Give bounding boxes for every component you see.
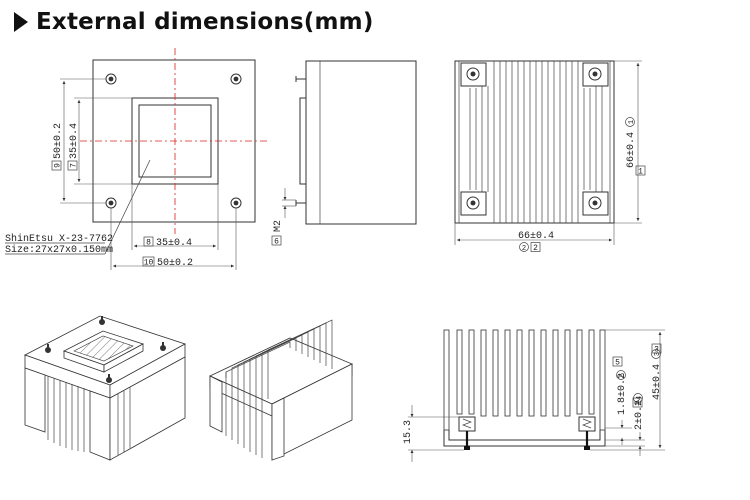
side-view: M2 6	[271, 60, 417, 247]
iso1-screw-icon	[45, 316, 166, 383]
dim-vertical-outer-label: 9 50±0.2	[51, 123, 64, 171]
svg-text:4: 4	[636, 396, 644, 400]
center-lines	[80, 48, 268, 234]
triangle-bullet-icon	[14, 12, 28, 32]
fin-lines	[458, 61, 611, 223]
iso1-fins	[47, 376, 131, 455]
iso1-front-wall	[89, 390, 111, 461]
front-view: 9 50±0.2 7 35±0.4 8 35±0.4 10 50±0.2	[5, 48, 268, 270]
svg-text:15.3: 15.3	[403, 420, 414, 444]
side-pedestal	[299, 97, 307, 185]
dim-fin-base: 5 1.8±0.2 5	[605, 356, 632, 445]
svg-text:50±0.2: 50±0.2	[53, 123, 64, 159]
pad-note-line1: ShinEtsu X-23-7762	[5, 233, 113, 245]
svg-text:9: 9	[54, 163, 63, 168]
svg-text:3: 3	[654, 352, 662, 356]
svg-text:10: 10	[144, 259, 154, 268]
dim-base: 4 2±0.2 4	[605, 393, 645, 456]
top-outline	[454, 60, 615, 224]
svg-text:8: 8	[146, 239, 151, 248]
section-header: External dimensions(mm)	[14, 6, 374, 38]
isometric-view-fins	[209, 319, 353, 461]
svg-text:1.8±0.2: 1.8±0.2	[617, 373, 628, 415]
mount-screw-icon	[105, 73, 242, 209]
profile-fins	[443, 329, 606, 431]
dim-top-width: 66±0.4 2 2	[454, 223, 615, 253]
screw-dim: M2 6	[271, 188, 296, 247]
svg-text:7: 7	[70, 163, 79, 168]
side-body-outline	[305, 60, 417, 225]
svg-text:5: 5	[619, 373, 627, 377]
dim-vertical-inner	[74, 97, 132, 185]
dim-vertical-inner-label: 7 35±0.4	[67, 123, 80, 171]
svg-text:45±0.4: 45±0.4	[652, 364, 663, 400]
svg-text:2: 2	[533, 244, 538, 253]
isometric-view-pad	[23, 315, 187, 461]
svg-text:50±0.2: 50±0.2	[157, 258, 193, 269]
svg-text:66±0.4: 66±0.4	[626, 132, 637, 168]
top-view: 66±0.4 1 1 66±0.4 2 2	[454, 60, 646, 253]
pad-note-line2: Size:27x27x0.150mm	[5, 244, 113, 256]
svg-text:4: 4	[635, 400, 640, 409]
svg-text:6: 6	[274, 238, 279, 247]
clip-screw-icon	[460, 62, 609, 216]
profile-base-outline	[443, 430, 606, 447]
svg-text:35±0.4: 35±0.4	[156, 238, 192, 249]
dim-top-height: 66±0.4 1 1	[614, 60, 646, 224]
iso1-right-wall	[109, 356, 186, 461]
dim-horizontal-outer: 10 50±0.2	[110, 208, 237, 270]
iso1-left-wall	[24, 367, 46, 433]
svg-text:2±0.2: 2±0.2	[634, 400, 645, 430]
dim-profile-total: 3 45±0.4 3	[590, 329, 665, 451]
iso2-side-wall	[209, 375, 223, 433]
svg-text:3: 3	[654, 346, 659, 355]
screw-label: M2	[273, 220, 284, 232]
profile-view: 15.3 3 45±0.4 3 5 1.8±0.2 5	[403, 329, 665, 462]
iso1-thermal-pad	[73, 335, 134, 362]
svg-text:66±0.4: 66±0.4	[518, 231, 554, 242]
iso2-fins	[225, 319, 333, 458]
pad-note: ShinEtsu X-23-7762 Size:27x27x0.150mm	[5, 159, 151, 256]
dim-horizontal-inner: 8 35±0.4	[131, 184, 219, 250]
svg-text:1: 1	[628, 120, 636, 124]
page-title: External dimensions(mm)	[36, 9, 374, 35]
spring-clip-icon	[458, 416, 596, 450]
svg-text:5: 5	[615, 359, 620, 368]
svg-text:2: 2	[522, 245, 526, 253]
dim-vertical-outer	[60, 78, 106, 204]
svg-text:35±0.4: 35±0.4	[69, 123, 80, 159]
dim-clip-height: 15.3	[403, 405, 464, 462]
svg-text:1: 1	[638, 168, 643, 177]
